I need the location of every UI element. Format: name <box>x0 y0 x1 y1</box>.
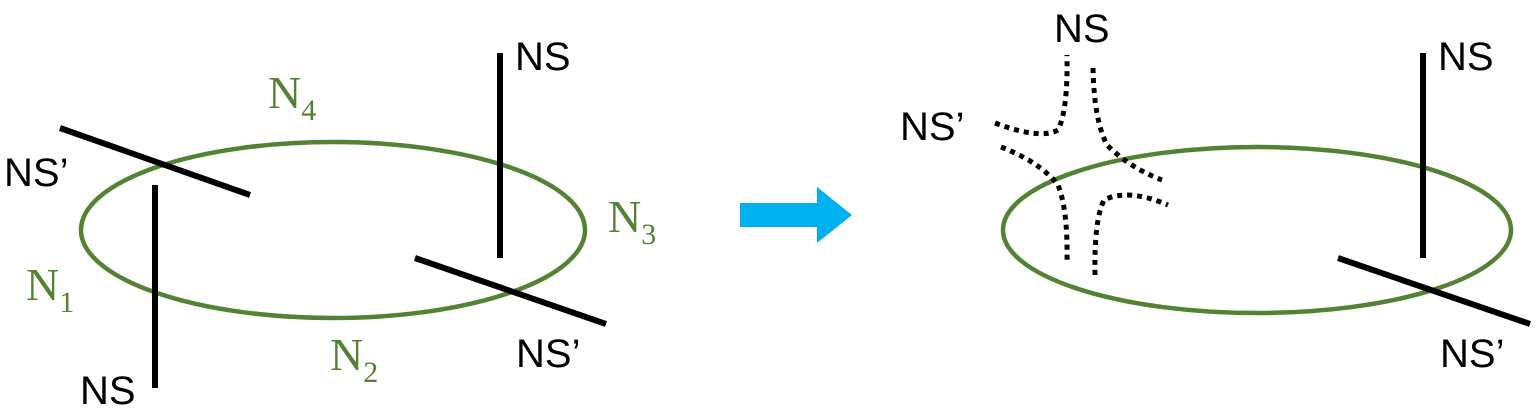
left-label-ns-top: NS <box>515 35 571 79</box>
right-label-ns-top-center: NS <box>1054 7 1110 51</box>
right-label-nsprime-left: NS’ <box>900 105 964 149</box>
left-label-ns-bottom: NS <box>80 369 136 412</box>
transition-arrow-icon <box>740 187 852 243</box>
right-label-nsprime-bottom-right: NS’ <box>1440 332 1504 376</box>
left-configuration: NS NS’ NS NS’ N4 N3 N1 N2 <box>4 35 656 412</box>
ring-label-n3-base: N <box>608 191 641 242</box>
right-ring <box>1000 144 1514 316</box>
right-dotted-brane-upper-left <box>994 54 1070 137</box>
ring-label-n3-sub: 3 <box>641 218 656 251</box>
left-ring <box>78 139 588 321</box>
ring-label-n1-base: N <box>26 259 59 310</box>
ring-label-n1: N1 <box>26 259 74 319</box>
ring-label-n2: N2 <box>330 329 378 389</box>
left-label-nsprime-left: NS’ <box>4 151 68 195</box>
left-label-nsprime-right: NS’ <box>516 332 580 376</box>
ring-label-n1-sub: 1 <box>59 286 74 319</box>
right-nsprime-brane-diagonal <box>1337 255 1531 327</box>
right-dotted-brane-lower-right <box>1092 192 1169 276</box>
left-nsprime-brane-diagonal-1 <box>59 125 251 198</box>
right-dotted-brane-upper-right <box>1090 67 1163 183</box>
ring-label-n3: N3 <box>608 191 656 251</box>
ring-label-n2-sub: 2 <box>363 356 378 389</box>
right-configuration: NS NS’ NS NS’ <box>900 7 1531 376</box>
right-dotted-brane-lower-left <box>1000 144 1070 263</box>
right-label-ns-top-right: NS <box>1438 35 1494 79</box>
ring-label-n4-base: N <box>268 67 301 118</box>
ring-label-n2-base: N <box>330 329 363 380</box>
ring-label-n4: N4 <box>268 67 316 127</box>
left-nsprime-brane-diagonal-2 <box>414 255 607 327</box>
ring-label-n4-sub: 4 <box>301 94 316 127</box>
